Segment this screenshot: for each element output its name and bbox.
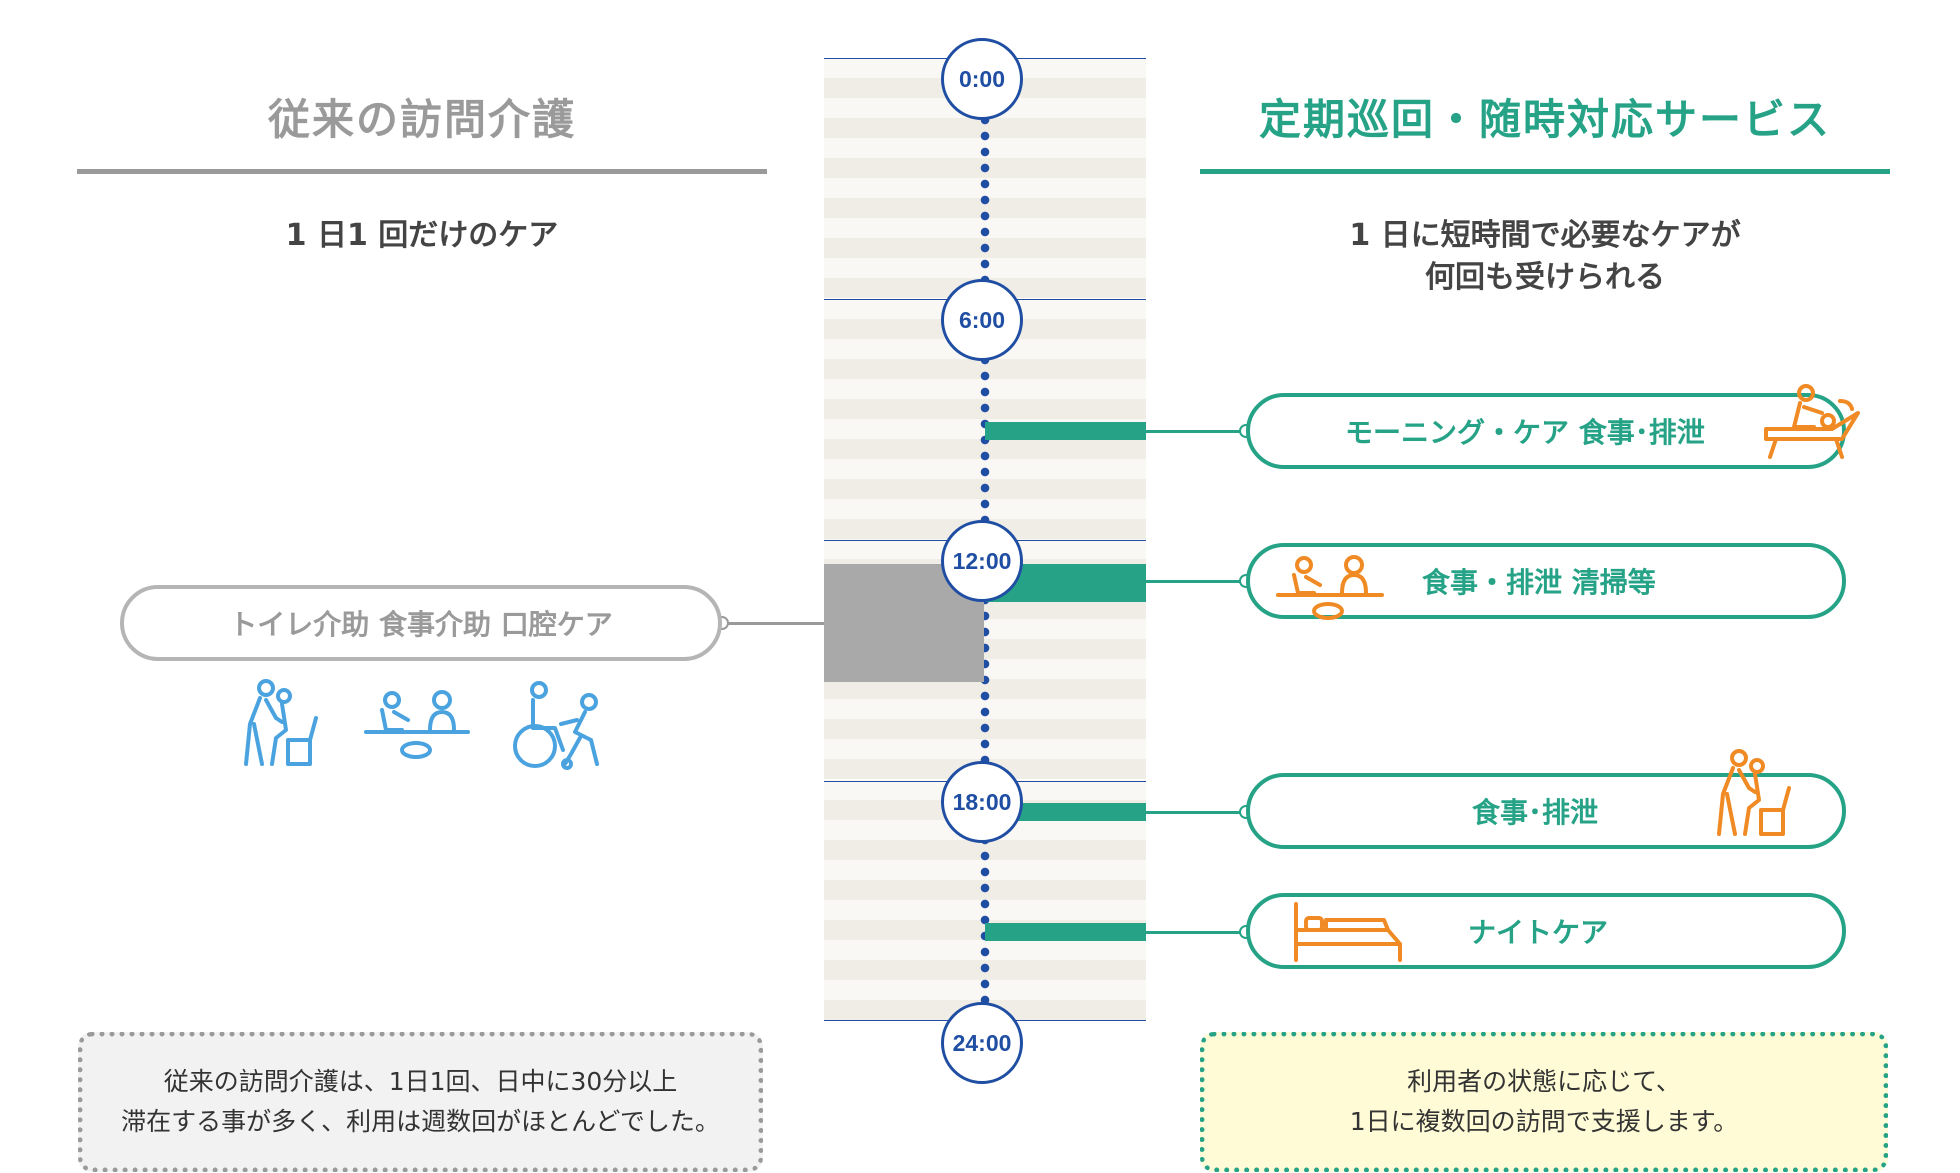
traditional-care-label: トイレ介助 食事介助 口腔ケア bbox=[229, 608, 613, 641]
right-note-line-2: 1日に複数回の訪問で支援します。 bbox=[1349, 1107, 1739, 1136]
pill-morning-care-label: モーニング・ケア 食事･排泄 bbox=[1345, 416, 1705, 449]
pill-morning-care: モーニング・ケア 食事･排泄 bbox=[1246, 393, 1846, 469]
visit-bar-evening bbox=[985, 803, 1146, 821]
right-note-line-1: 利用者の状態に応じて、 bbox=[1407, 1067, 1681, 1096]
bed-icon bbox=[1294, 902, 1402, 962]
right-subtitle-line-1: 1 日に短時間で必要なケアが bbox=[1349, 218, 1741, 253]
connector-morning bbox=[1146, 430, 1246, 433]
right-subtitle: 1 日に短時間で必要なケアが 何回も受けられる bbox=[1200, 215, 1890, 299]
left-note: 従来の訪問介護は、1日1回、日中に30分以上 滞在する事が多く、利用は週数回がほ… bbox=[78, 1032, 763, 1172]
traditional-care-pill: トイレ介助 食事介助 口腔ケア bbox=[120, 585, 722, 661]
time-label-24: 24:00 bbox=[941, 1002, 1023, 1084]
toilet-assist-icon bbox=[1717, 749, 1791, 836]
left-subtitle: 1 日1 回だけのケア bbox=[285, 218, 559, 253]
right-heading: 定期巡回・随時対応サービス bbox=[1258, 95, 1831, 144]
wheelchair-care-icon bbox=[513, 681, 599, 770]
left-note-line-1: 従来の訪問介護は、1日1回、日中に30分以上 bbox=[163, 1067, 678, 1096]
time-label-18: 18:00 bbox=[941, 761, 1023, 843]
time-label-0: 0:00 bbox=[941, 38, 1023, 120]
toilet-assist-icon bbox=[244, 679, 318, 766]
connector-night bbox=[1146, 931, 1246, 934]
pill-meal-toilet-label: 食事･排泄 bbox=[1472, 796, 1599, 829]
left-heading: 従来の訪問介護 bbox=[267, 95, 576, 144]
pill-night-care-label: ナイトケア bbox=[1468, 916, 1609, 949]
meal-cleaning-icon bbox=[1276, 555, 1384, 620]
connector-noon bbox=[1146, 580, 1246, 583]
right-heading-rule bbox=[1200, 169, 1890, 174]
time-label-12: 12:00 bbox=[941, 520, 1023, 602]
visit-bar-night bbox=[985, 923, 1146, 941]
left-connector bbox=[722, 622, 824, 625]
left-heading-rule bbox=[77, 169, 767, 174]
time-label-6: 6:00 bbox=[941, 279, 1023, 361]
left-note-line-2: 滞在する事が多く、利用は週数回がほとんどでした。 bbox=[121, 1107, 720, 1136]
morning-care-icon bbox=[1764, 384, 1860, 459]
visit-bar-morning bbox=[985, 422, 1146, 440]
pill-meal-cleaning-label: 食事・排泄 清掃等 bbox=[1422, 566, 1656, 599]
meal-assist-icon bbox=[364, 690, 470, 759]
right-note: 利用者の状態に応じて、 1日に複数回の訪問で支援します。 bbox=[1200, 1032, 1888, 1172]
connector-evening bbox=[1146, 811, 1246, 814]
right-subtitle-line-2: 何回も受けられる bbox=[1425, 260, 1665, 295]
